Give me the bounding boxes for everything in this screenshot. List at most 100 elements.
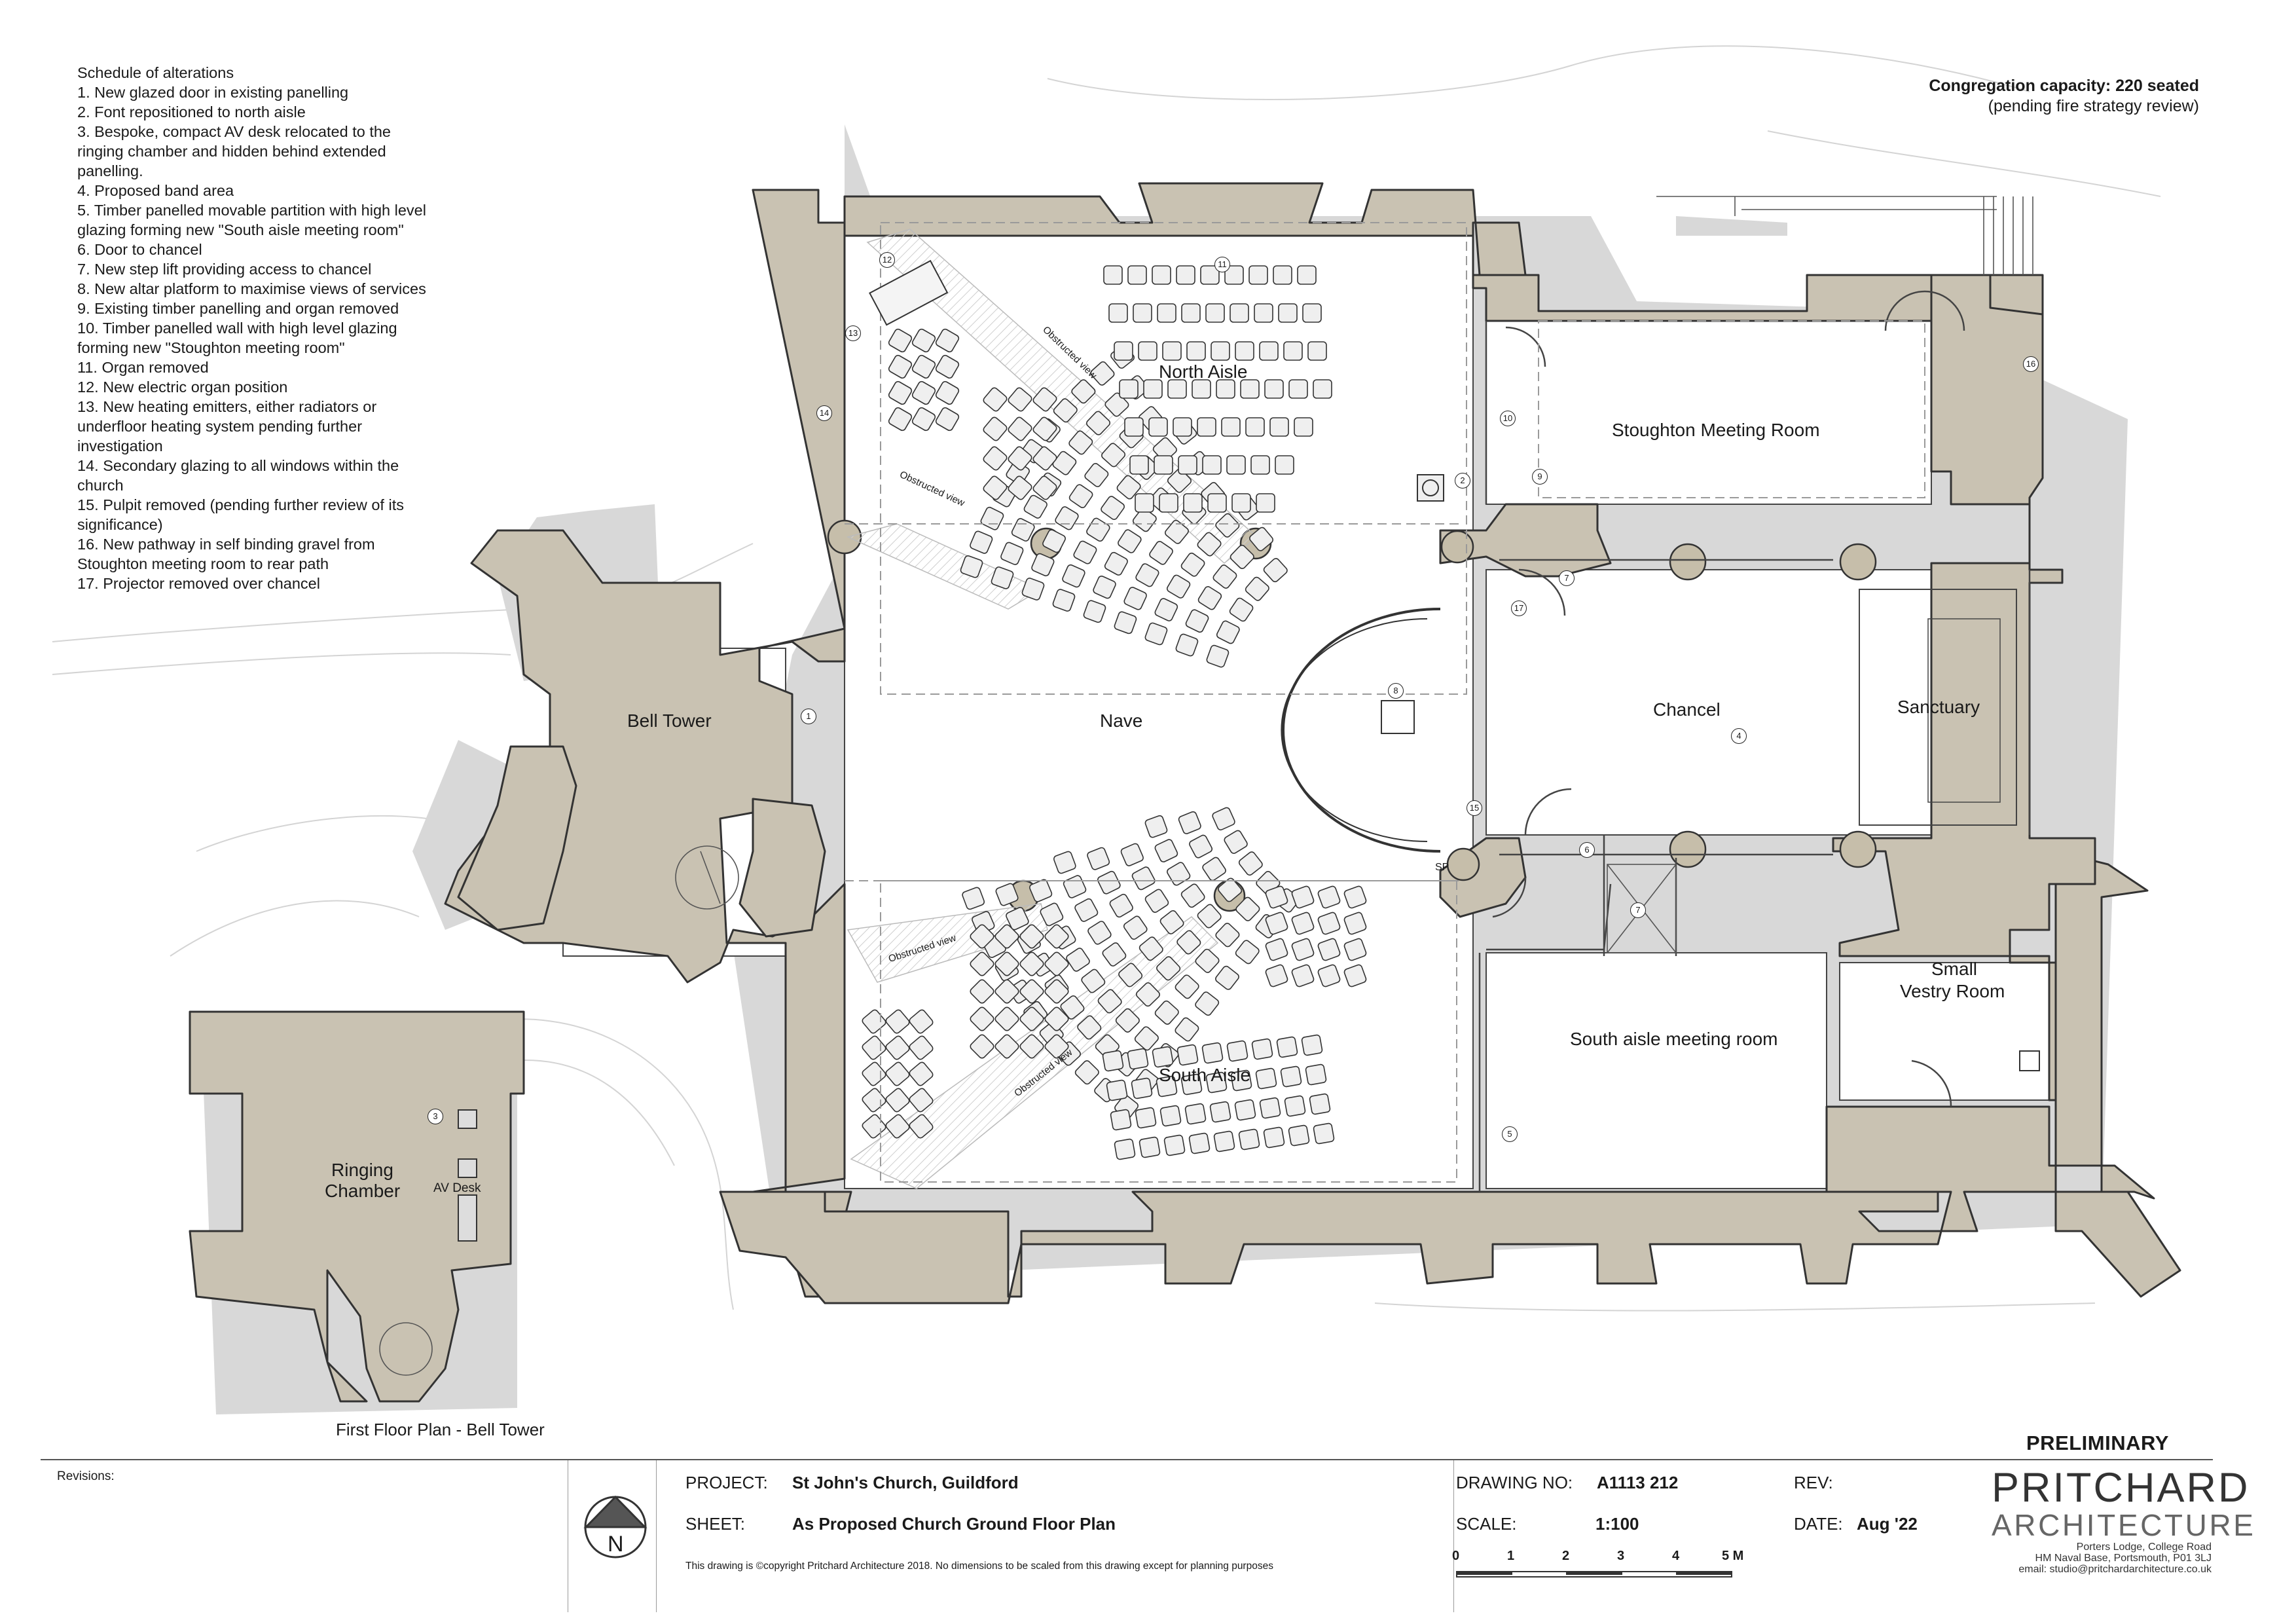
marker-1: 1 <box>801 709 816 724</box>
seat <box>1221 417 1241 437</box>
sheet-value: As Proposed Church Ground Floor Plan <box>792 1514 1116 1534</box>
scale-tick-3: 3 <box>1617 1549 1625 1563</box>
seat <box>1288 1124 1310 1147</box>
marker-8: 8 <box>1388 683 1404 699</box>
schedule-item: ringing chamber and hidden behind extend… <box>77 143 386 160</box>
seat <box>1156 956 1181 981</box>
tower-south-buttress <box>457 745 577 931</box>
seat <box>1135 1107 1157 1129</box>
seat <box>1265 912 1288 935</box>
seat <box>909 1035 934 1060</box>
seat <box>885 1035 910 1060</box>
capacity-note: Congregation capacity: 220 seated (pendi… <box>1929 76 2199 117</box>
seat <box>1159 1105 1182 1127</box>
seat <box>1144 815 1168 838</box>
seat <box>911 328 936 353</box>
seat <box>1019 1006 1044 1031</box>
seat <box>1163 1134 1186 1156</box>
seat <box>1167 379 1187 399</box>
seat <box>1135 982 1160 1007</box>
seat <box>1215 965 1239 990</box>
capacity-line: Congregation capacity: 220 seated <box>1929 77 2199 95</box>
marker-16: 16 <box>2023 356 2039 372</box>
seat <box>1114 1138 1136 1160</box>
seat <box>1275 455 1294 475</box>
seat <box>1180 883 1205 908</box>
marker-15: 15 <box>1467 800 1482 816</box>
date-value: Aug '22 <box>1857 1514 1918 1534</box>
seat <box>885 1061 910 1086</box>
seat <box>1152 265 1171 285</box>
seat <box>1044 979 1069 1004</box>
seat <box>1085 411 1111 435</box>
seat <box>994 1006 1019 1031</box>
seat <box>970 530 993 554</box>
marker-6: 6 <box>1579 842 1595 858</box>
seat <box>960 555 983 578</box>
project-label: PROJECT: <box>685 1473 768 1492</box>
seat <box>1074 898 1099 922</box>
schedule-item: 8. New altar platform to maximise views … <box>77 280 426 297</box>
room-south-meeting: South aisle meeting room <box>1570 1029 1778 1049</box>
seat <box>1131 866 1156 891</box>
seat <box>935 354 960 379</box>
seat <box>1060 995 1085 1020</box>
firm-logo-sub: ARCHITECTURE <box>1992 1508 2256 1542</box>
seat <box>1154 455 1173 475</box>
seat <box>1173 417 1192 437</box>
seat <box>1139 1136 1161 1158</box>
seat <box>909 1088 934 1113</box>
seat <box>983 446 1008 471</box>
seat <box>1343 885 1367 909</box>
schedule-item: forming new "Stoughton meeting room" <box>77 339 345 356</box>
seat <box>1278 303 1298 323</box>
site-contours <box>52 45 2161 1312</box>
seat <box>1265 964 1288 987</box>
seat <box>1231 493 1251 513</box>
north-label: N <box>608 1532 624 1557</box>
seat <box>1183 493 1203 513</box>
seat <box>1087 921 1112 945</box>
seat <box>1216 620 1240 644</box>
seat <box>1032 446 1057 471</box>
west-wall <box>444 189 852 1298</box>
schedule-of-alterations: Schedule of alterations 1. New glazed do… <box>77 63 470 593</box>
seat <box>1129 455 1149 475</box>
seat <box>1165 519 1189 544</box>
seat <box>970 924 994 949</box>
room-sanctuary: Sanctuary <box>1897 697 1980 717</box>
seat <box>1291 964 1315 987</box>
seat <box>1152 1046 1174 1068</box>
seat <box>1090 361 1115 386</box>
seat <box>1283 341 1303 361</box>
seat <box>1175 1017 1199 1042</box>
label-av-desk: AV Desk <box>433 1181 481 1195</box>
scale-tick-2: 2 <box>1562 1549 1570 1563</box>
seat <box>1343 964 1367 987</box>
seat <box>1102 942 1127 967</box>
seat <box>983 416 1008 441</box>
marker-10: 10 <box>1500 411 1516 426</box>
seat <box>1234 1099 1256 1121</box>
seat <box>1207 493 1227 513</box>
seat <box>1157 303 1176 323</box>
seat <box>1265 938 1288 961</box>
seat <box>935 380 960 405</box>
seat <box>1068 430 1093 455</box>
seat <box>1144 622 1168 646</box>
seat <box>1159 910 1184 934</box>
schedule-item: 17. Projector removed over chancel <box>77 575 320 592</box>
seat <box>1224 265 1244 285</box>
schedule-item: significance) <box>77 516 163 533</box>
seat <box>1213 1130 1235 1153</box>
marker-12: 12 <box>879 252 895 268</box>
firm-email: email: studio@pritchardarchitecture.co.u… <box>2018 1564 2212 1575</box>
seat <box>970 1034 994 1059</box>
seat <box>1294 417 1313 437</box>
schedule-item: church <box>77 477 124 494</box>
seat <box>1019 951 1044 976</box>
seat <box>1254 303 1273 323</box>
seat <box>1248 265 1268 285</box>
seat <box>1195 948 1220 973</box>
